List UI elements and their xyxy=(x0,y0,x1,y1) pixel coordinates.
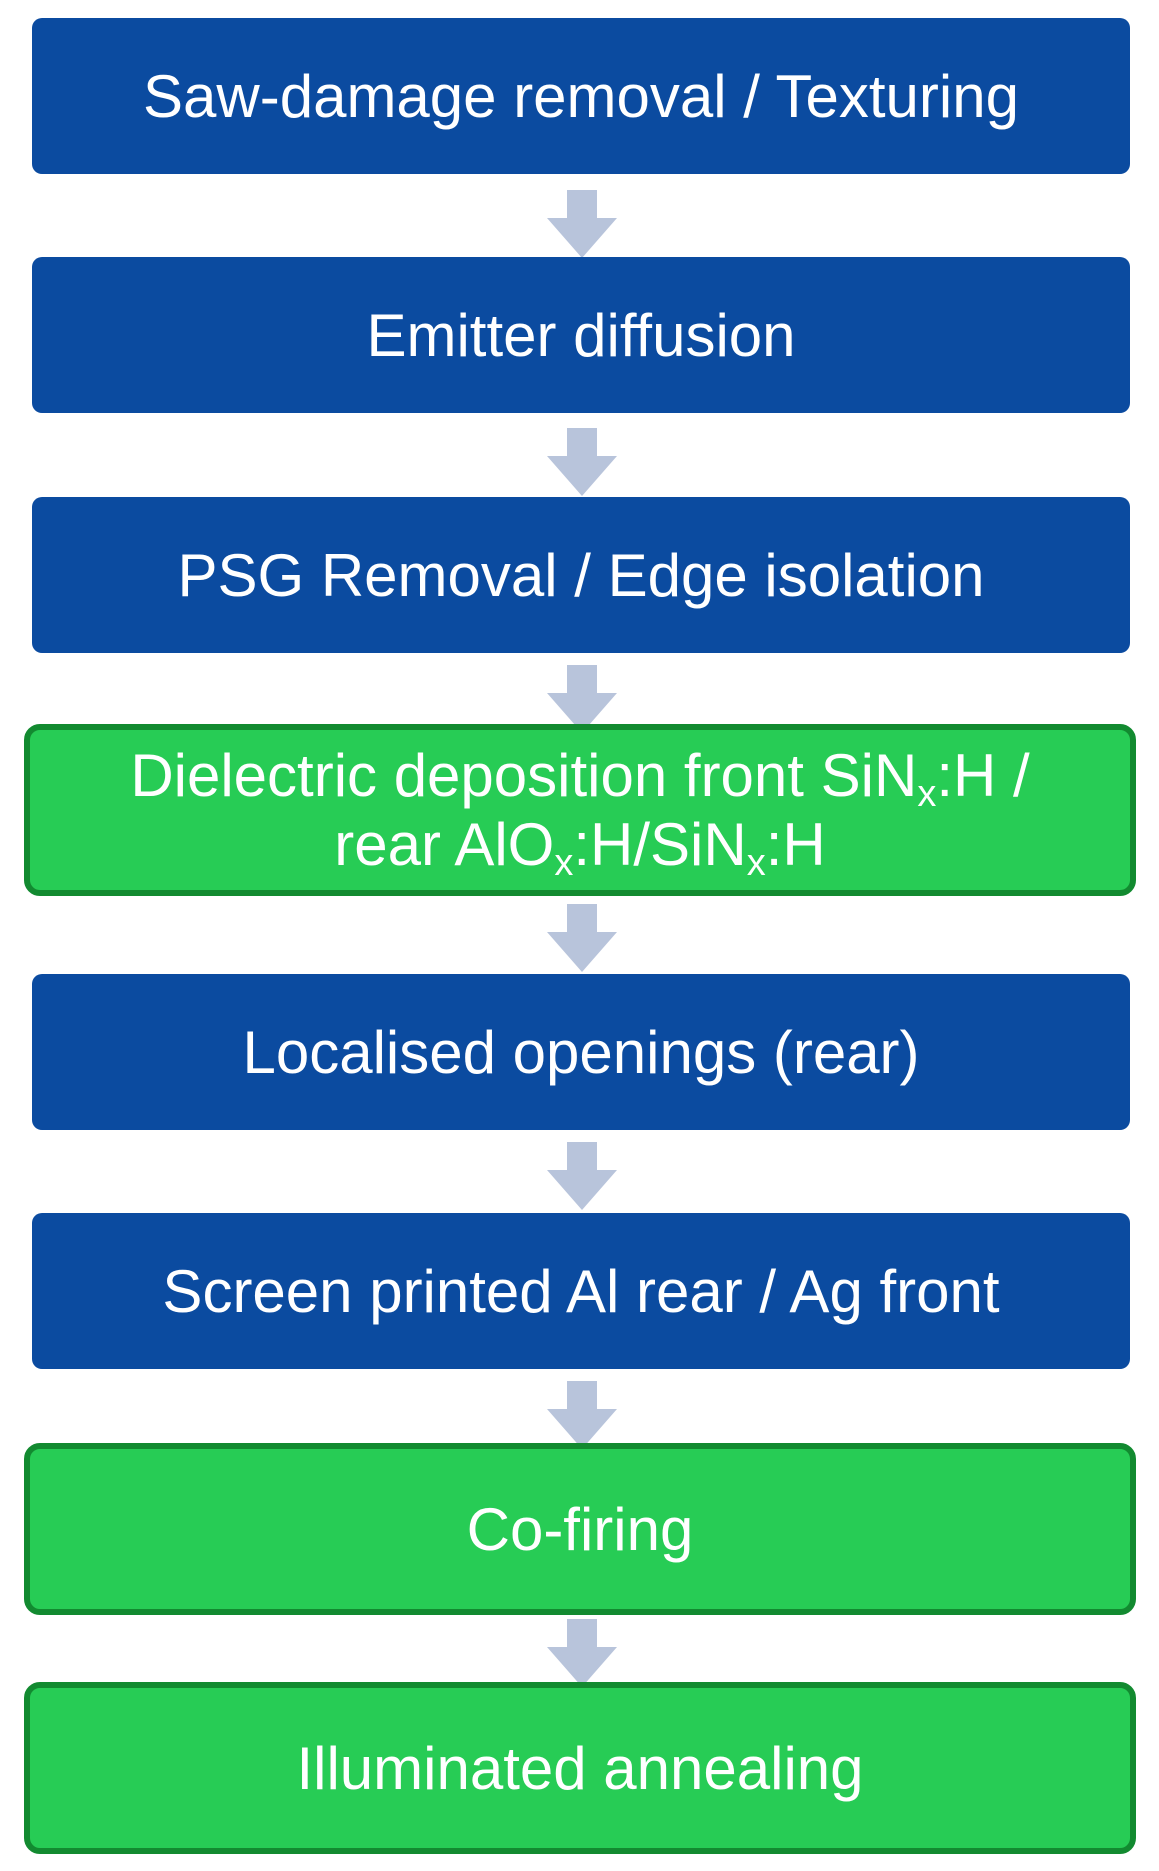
step-screen-printing: Screen printed Al rear / Ag front xyxy=(32,1213,1130,1369)
step-label: Screen printed Al rear / Ag front xyxy=(162,1257,1000,1325)
step-label: Localised openings (rear) xyxy=(242,1018,920,1086)
down-arrow-icon xyxy=(547,1619,617,1687)
step-saw-damage-removal: Saw-damage removal / Texturing xyxy=(32,18,1130,174)
step-illuminated-annealing: Illuminated annealing xyxy=(24,1682,1136,1854)
step-label: Emitter diffusion xyxy=(366,301,796,369)
step-label: Saw-damage removal / Texturing xyxy=(143,62,1019,130)
step-dielectric-deposition: Dielectric deposition front SiNx:H / rea… xyxy=(24,724,1136,896)
step-co-firing: Co-firing xyxy=(24,1443,1136,1615)
step-localised-openings: Localised openings (rear) xyxy=(32,974,1130,1130)
step-label-line2: rear AlOx:H/SiNx:H xyxy=(334,811,826,884)
step-psg-removal: PSG Removal / Edge isolation xyxy=(32,497,1130,653)
down-arrow-icon xyxy=(547,665,617,733)
step-label: Dielectric deposition front SiNx:H / rea… xyxy=(130,741,1030,884)
down-arrow-icon xyxy=(547,1381,617,1449)
down-arrow-icon xyxy=(547,428,617,496)
down-arrow-icon xyxy=(547,1142,617,1210)
step-label: PSG Removal / Edge isolation xyxy=(177,541,985,609)
down-arrow-icon xyxy=(547,190,617,258)
step-label: Co-firing xyxy=(466,1495,694,1563)
step-label: Illuminated annealing xyxy=(296,1734,864,1802)
down-arrow-icon xyxy=(547,904,617,972)
step-label-line1: Dielectric deposition front SiNx:H / xyxy=(130,742,1030,815)
step-emitter-diffusion: Emitter diffusion xyxy=(32,257,1130,413)
